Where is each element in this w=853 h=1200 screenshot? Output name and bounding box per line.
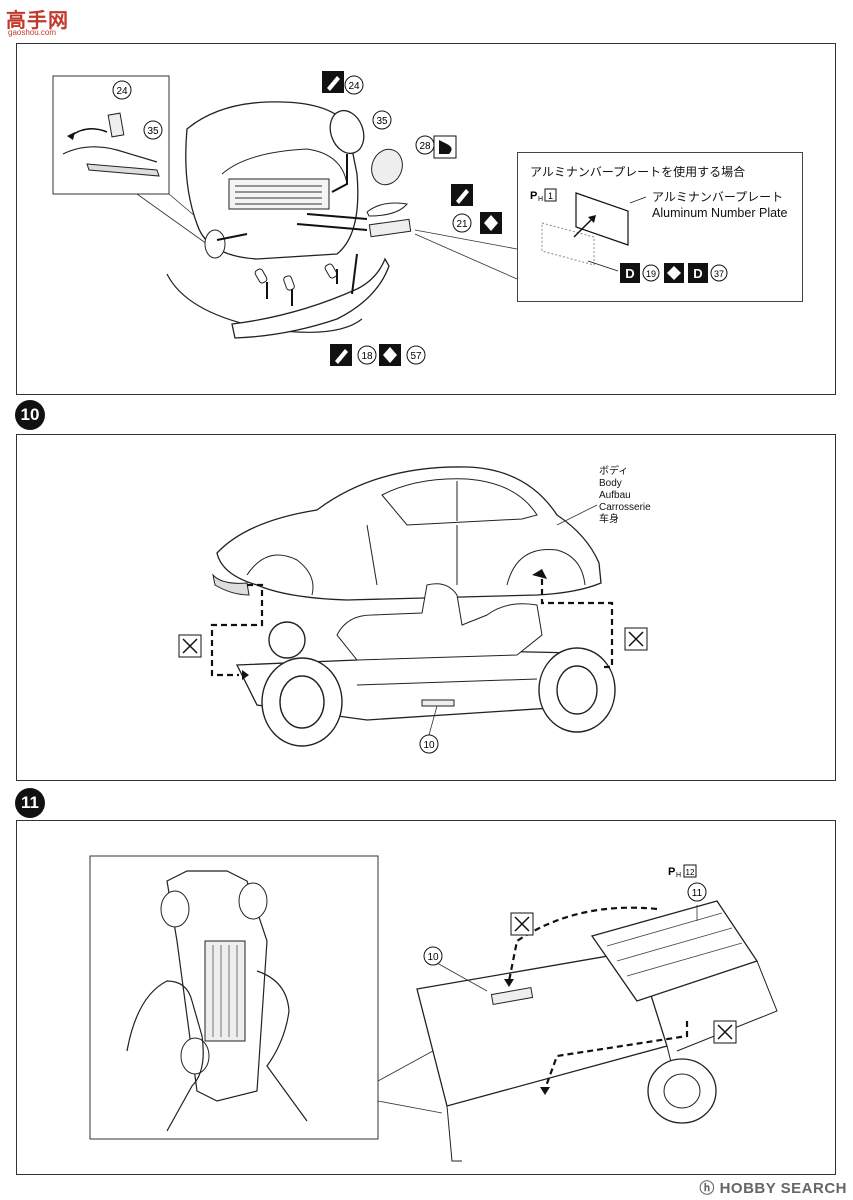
part-label: 24: [348, 81, 360, 92]
part-label: 35: [147, 126, 159, 137]
part-label: 10: [423, 740, 435, 751]
attach-icon: [379, 344, 401, 366]
body-label: Aufbau: [599, 490, 631, 501]
glue-icon: [330, 344, 352, 366]
glue-icon: [451, 184, 473, 206]
part-label: 10: [427, 952, 439, 963]
callout-drawing: P H 1 D 19 D 37: [530, 188, 728, 283]
step-number-badge: 11: [15, 788, 45, 818]
paint-ref: 37: [714, 269, 724, 279]
glue-icon: [624, 627, 648, 651]
glue-icon: [510, 912, 534, 936]
logo-text: 高手网: [6, 10, 69, 32]
paint-code: D: [693, 266, 702, 281]
body-label-group: ボディ Body Aufbau Carrosserie 车身: [599, 466, 651, 526]
part-label: 57: [410, 351, 422, 362]
part-label: 28: [419, 141, 431, 152]
part-ref: 1: [548, 191, 553, 201]
hobby-search-watermark: ⓗ HOBBY SEARCH: [699, 1180, 847, 1197]
part-label: 35: [376, 116, 388, 127]
step11-drawing: 10 11 P H 12: [89, 855, 778, 1162]
callout-title: アルミナンバープレートを使用する場合: [530, 165, 746, 179]
plate-label-en: Aluminum Number Plate: [652, 206, 788, 220]
part-label: 24: [116, 86, 128, 97]
svg-text:P: P: [530, 190, 537, 202]
paint-d-icon: D: [688, 263, 708, 283]
paint-code: D: [625, 266, 634, 281]
part-label: 21: [456, 219, 468, 230]
attach-icon: [480, 212, 502, 234]
glue-icon: [178, 634, 202, 658]
svg-text:H: H: [538, 196, 543, 203]
attach-icon: [664, 263, 684, 283]
step10-drawing: 10: [178, 466, 648, 754]
glue-icon: [322, 71, 344, 93]
plate-label-jp: アルミナンバープレート: [652, 190, 784, 204]
step10-panel: 10 ボディ Body Aufbau Carrosserie 车身: [16, 434, 836, 781]
step11-panel: 10 11 P H 12: [16, 820, 836, 1175]
body-label: Body: [599, 478, 622, 489]
logo-subtext: gaoshou.com: [8, 28, 57, 37]
step-number-badge: 10: [15, 400, 45, 430]
step9-drawing: 24 35 24 35 28 21 18 57: [52, 71, 518, 366]
svg-text:P: P: [668, 866, 675, 878]
paint-ref: 19: [646, 269, 656, 279]
part-label: 18: [361, 351, 373, 362]
part-label: 11: [692, 888, 703, 899]
body-label: ボディ: [599, 466, 629, 477]
part-ref: 12: [686, 868, 695, 877]
glue-icon: [713, 1020, 737, 1044]
number-plate-callout: アルミナンバープレートを使用する場合 P H 1 D 19: [517, 152, 803, 302]
step9-panel: 24 35 24 35 28 21 18 57 アルミナンバープレートを使用する…: [16, 43, 836, 395]
svg-text:H: H: [676, 872, 681, 879]
body-label: Carrosserie: [599, 502, 651, 513]
paint-d-icon: D: [620, 263, 640, 283]
body-label: 车身: [599, 514, 619, 525]
paint-icon: [433, 135, 457, 159]
